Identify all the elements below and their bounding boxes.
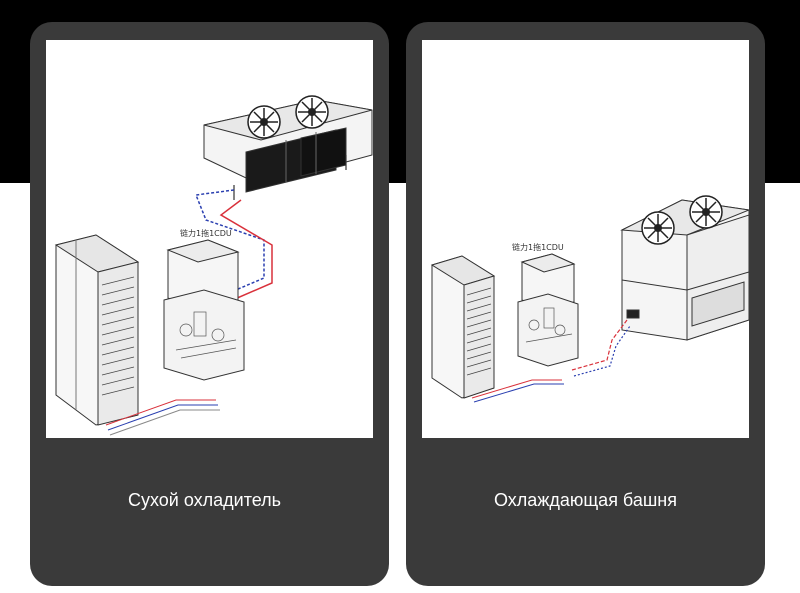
dry-cooler-illustration: 链力1拖1CDU (54, 95, 373, 436)
card-cooling-tower: 链力1拖1CDU Охлаждающая башня (406, 22, 765, 586)
cooling-tower-fan-1-icon (641, 211, 675, 245)
cold-pipe (194, 189, 265, 296)
cdu-unit (517, 253, 579, 367)
dry-cooler-fan-2-icon (295, 95, 329, 129)
cooling-tower-fan-2-icon (689, 195, 723, 229)
cooling-tower-caption: Охлаждающая башня (494, 490, 677, 510)
server-rack (54, 234, 140, 426)
dry-cooler-diagram: 链力1拖1CDU (46, 40, 373, 438)
dry-cooler-unit (203, 99, 373, 193)
dry-cooler-caption: Сухой охладитель (127, 490, 282, 510)
dry-cooler-fan-1-icon (247, 105, 281, 139)
cooling-tower-unit (620, 199, 749, 341)
server-rack (430, 255, 496, 399)
cdu-label: 链力1拖1CDU (512, 242, 564, 252)
cooling-tower-diagram: 链力1拖1CDU (422, 40, 749, 438)
card-dry-cooler: 链力1拖1CDU Сухой охладитель (30, 22, 389, 586)
hot-pipe (219, 199, 273, 303)
cdu-unit (163, 239, 245, 381)
cooling-tower-illustration: 链力1拖1CDU (430, 195, 749, 403)
hot-pipe (571, 319, 628, 371)
cdu-label: 链力1拖1CDU (180, 228, 232, 238)
cold-pipe (573, 325, 631, 377)
